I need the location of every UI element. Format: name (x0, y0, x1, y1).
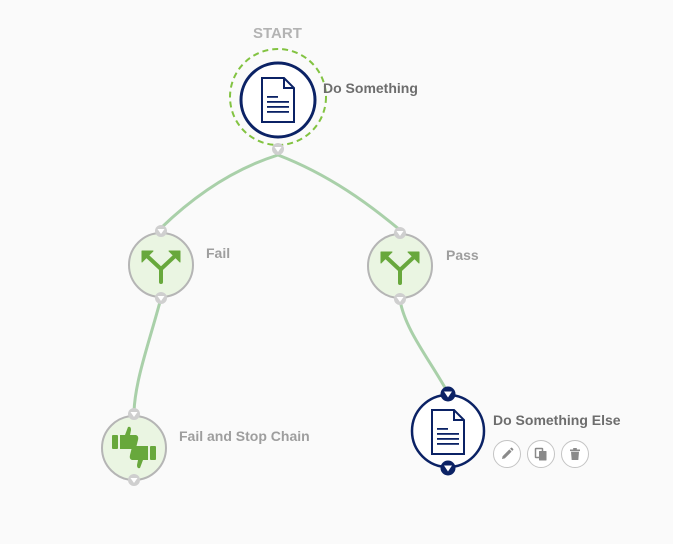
in-port[interactable] (394, 227, 406, 239)
document-icon (261, 77, 295, 123)
copy-icon (534, 447, 547, 461)
in-port[interactable] (155, 225, 167, 237)
start-label: START (253, 25, 302, 42)
out-port[interactable] (155, 292, 167, 304)
node-label-fail-and-stop-chain: Fail and Stop Chain (179, 428, 310, 444)
edges (132, 153, 450, 413)
delete-node-button[interactable] (561, 440, 589, 468)
branch-split-icon (141, 250, 181, 284)
in-port[interactable] (128, 408, 140, 420)
pencil-icon (502, 447, 514, 459)
edge-do-something-to-fail (159, 153, 279, 230)
document-icon (431, 409, 465, 455)
branch-split-icon (380, 251, 420, 285)
node-fail-stop-chain[interactable] (101, 408, 167, 486)
node-label-pass: Pass (446, 247, 479, 263)
trash-icon (570, 448, 580, 460)
node-fail[interactable] (128, 225, 194, 304)
in-port[interactable] (440, 386, 456, 402)
node-do-something-else[interactable] (410, 386, 486, 476)
node-label-do-something: Do Something (323, 80, 418, 96)
node-pass[interactable] (367, 227, 433, 305)
edge-fail-to-stop (132, 297, 163, 413)
node-label-fail: Fail (206, 245, 231, 261)
out-port[interactable] (394, 293, 406, 305)
out-port[interactable] (272, 143, 284, 155)
node-label-do-something-else: Do Something Else (493, 412, 621, 428)
out-port[interactable] (128, 474, 140, 486)
edge-pass-to-else (398, 299, 450, 394)
node-do-something[interactable] (229, 48, 327, 155)
duplicate-node-button[interactable] (527, 440, 555, 468)
out-port[interactable] (440, 460, 456, 476)
thumbs-up-down-icon (112, 426, 156, 469)
edit-node-button[interactable] (493, 440, 521, 468)
edge-do-something-to-pass (277, 153, 401, 232)
